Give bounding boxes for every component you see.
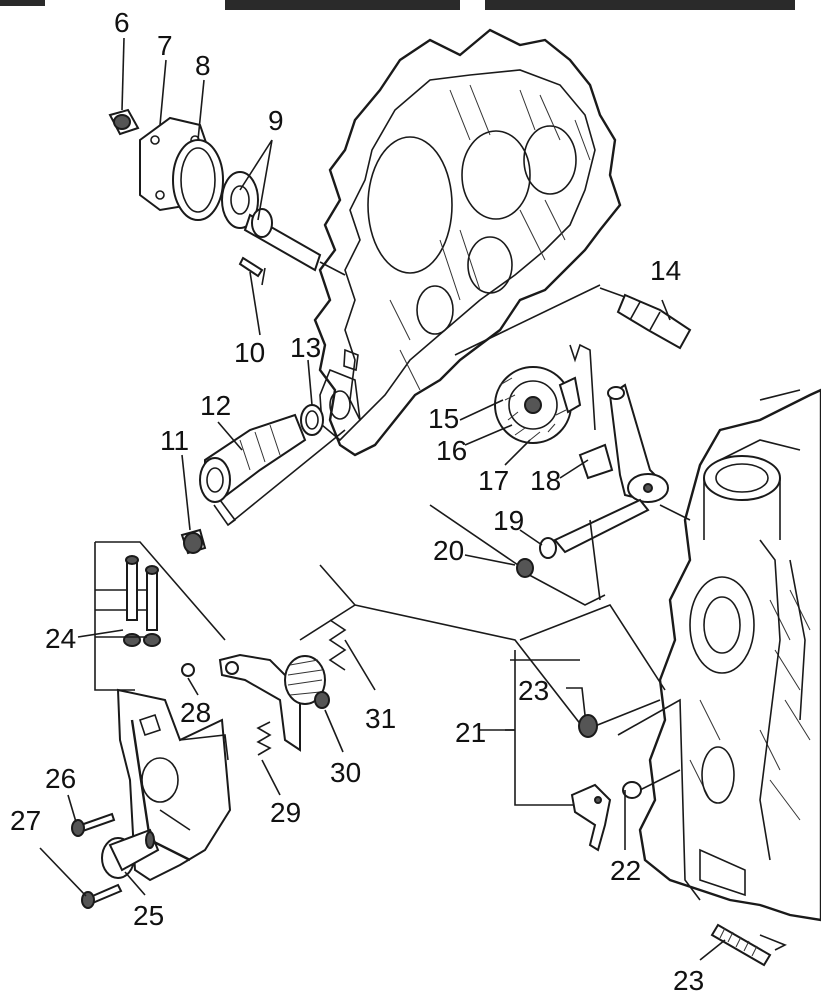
label-17: 17 bbox=[478, 465, 509, 496]
bolt-part-11 bbox=[180, 528, 207, 555]
label-25: 25 bbox=[133, 900, 164, 931]
label-27: 27 bbox=[10, 805, 41, 836]
cover-plate-parts-6-7-8 bbox=[108, 108, 224, 221]
pump-part-12 bbox=[199, 413, 307, 527]
label-11: 11 bbox=[160, 425, 189, 456]
part-labels: 6 7 8 9 10 11 12 13 14 15 16 17 18 19 20… bbox=[10, 7, 704, 996]
top-edge-bars bbox=[0, 0, 795, 10]
bolts-part-26-27 bbox=[71, 812, 123, 909]
label-19: 19 bbox=[493, 505, 524, 536]
bracket-part-22 bbox=[510, 659, 642, 852]
governor-gear-assembly bbox=[494, 366, 582, 444]
label-28: 28 bbox=[180, 697, 211, 728]
o-ring-part-13 bbox=[300, 404, 324, 436]
label-21: 21 bbox=[455, 717, 486, 748]
cylinder-block bbox=[638, 388, 821, 922]
label-23-upper: 23 bbox=[518, 675, 549, 706]
label-15: 15 bbox=[428, 403, 459, 434]
label-9: 9 bbox=[268, 105, 284, 136]
nut-part-23-upper bbox=[578, 714, 598, 738]
label-24: 24 bbox=[45, 623, 76, 654]
label-31: 31 bbox=[365, 703, 396, 734]
knob-part-25 bbox=[101, 828, 160, 879]
label-23-lower: 23 bbox=[673, 965, 704, 996]
label-16: 16 bbox=[436, 435, 467, 466]
label-7: 7 bbox=[157, 30, 173, 61]
leader-lines bbox=[39, 37, 726, 961]
washer-nut-parts-19-20 bbox=[516, 537, 557, 578]
label-14: 14 bbox=[650, 255, 681, 286]
label-6: 6 bbox=[114, 7, 130, 38]
connecting-rod bbox=[553, 383, 691, 554]
label-20: 20 bbox=[433, 535, 464, 566]
label-18: 18 bbox=[530, 465, 561, 496]
gear-case-housing bbox=[313, 28, 622, 457]
bolts-part-24 bbox=[94, 541, 226, 691]
stud-part-23-lower bbox=[710, 923, 787, 967]
sensor-part-14 bbox=[454, 284, 692, 356]
label-29: 29 bbox=[270, 797, 301, 828]
label-30: 30 bbox=[330, 757, 361, 788]
label-12: 12 bbox=[200, 390, 231, 421]
assembly-lines bbox=[227, 267, 701, 901]
label-26: 26 bbox=[45, 763, 76, 794]
label-22: 22 bbox=[610, 855, 641, 886]
label-8: 8 bbox=[195, 50, 211, 81]
key-part-10 bbox=[238, 256, 264, 278]
shaft-part-9 bbox=[221, 171, 346, 276]
label-10: 10 bbox=[234, 337, 265, 368]
label-13: 13 bbox=[290, 332, 321, 363]
governor-linkage-parts bbox=[181, 619, 347, 756]
